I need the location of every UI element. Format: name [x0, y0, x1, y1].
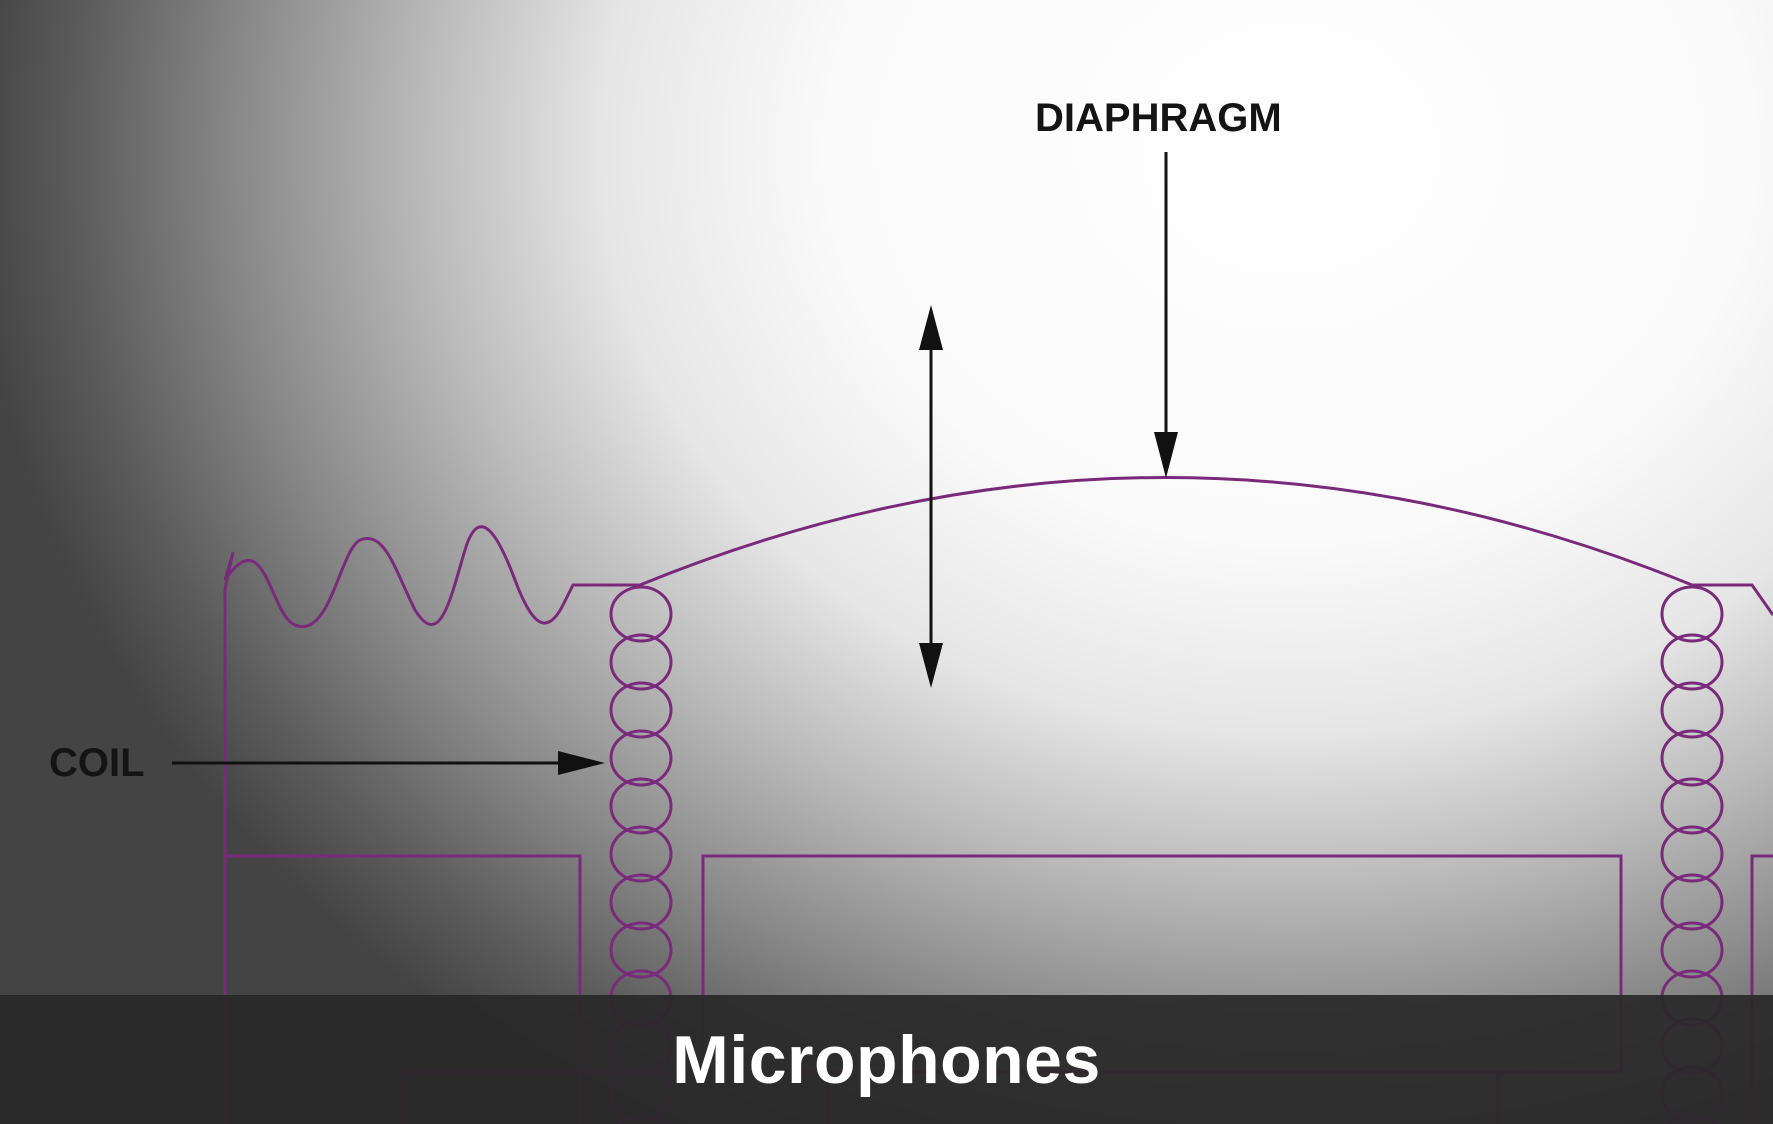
motion-arrow-head-up: [919, 305, 943, 350]
left-ledge: [561, 583, 640, 606]
coil-loop: [1660, 873, 1724, 931]
coil-loop: [1660, 777, 1724, 835]
coil-loop: [1660, 729, 1724, 787]
caption-bar: Microphones: [0, 995, 1773, 1124]
coil-loop: [609, 633, 673, 691]
right-ledge: [1692, 583, 1773, 616]
coil-loop: [609, 777, 673, 835]
coil-loop: [609, 681, 673, 739]
coil-loop: [609, 921, 673, 979]
coil-arrow-head: [558, 751, 605, 775]
caption-title: Microphones: [672, 1021, 1101, 1098]
coil-loop: [1660, 921, 1724, 979]
coil-loop: [1660, 825, 1724, 883]
diaphragm-arrow-head: [1154, 432, 1178, 478]
coil-loop: [609, 873, 673, 931]
coil-loop: [609, 729, 673, 787]
annotation-arrows: [172, 152, 1178, 775]
diaphragm-surround-wave: [223, 525, 565, 629]
coil-loop: [1660, 633, 1724, 691]
motion-arrow-head-down: [919, 643, 943, 688]
coil-loop: [609, 825, 673, 883]
diaphragm-dome: [639, 476, 1693, 587]
coil-loop: [1660, 681, 1724, 739]
diaphragm-label: DIAPHRAGM: [1035, 96, 1282, 140]
coil-loop: [1660, 585, 1724, 643]
coil-loop: [609, 585, 673, 643]
coil-label: COIL: [49, 741, 145, 785]
